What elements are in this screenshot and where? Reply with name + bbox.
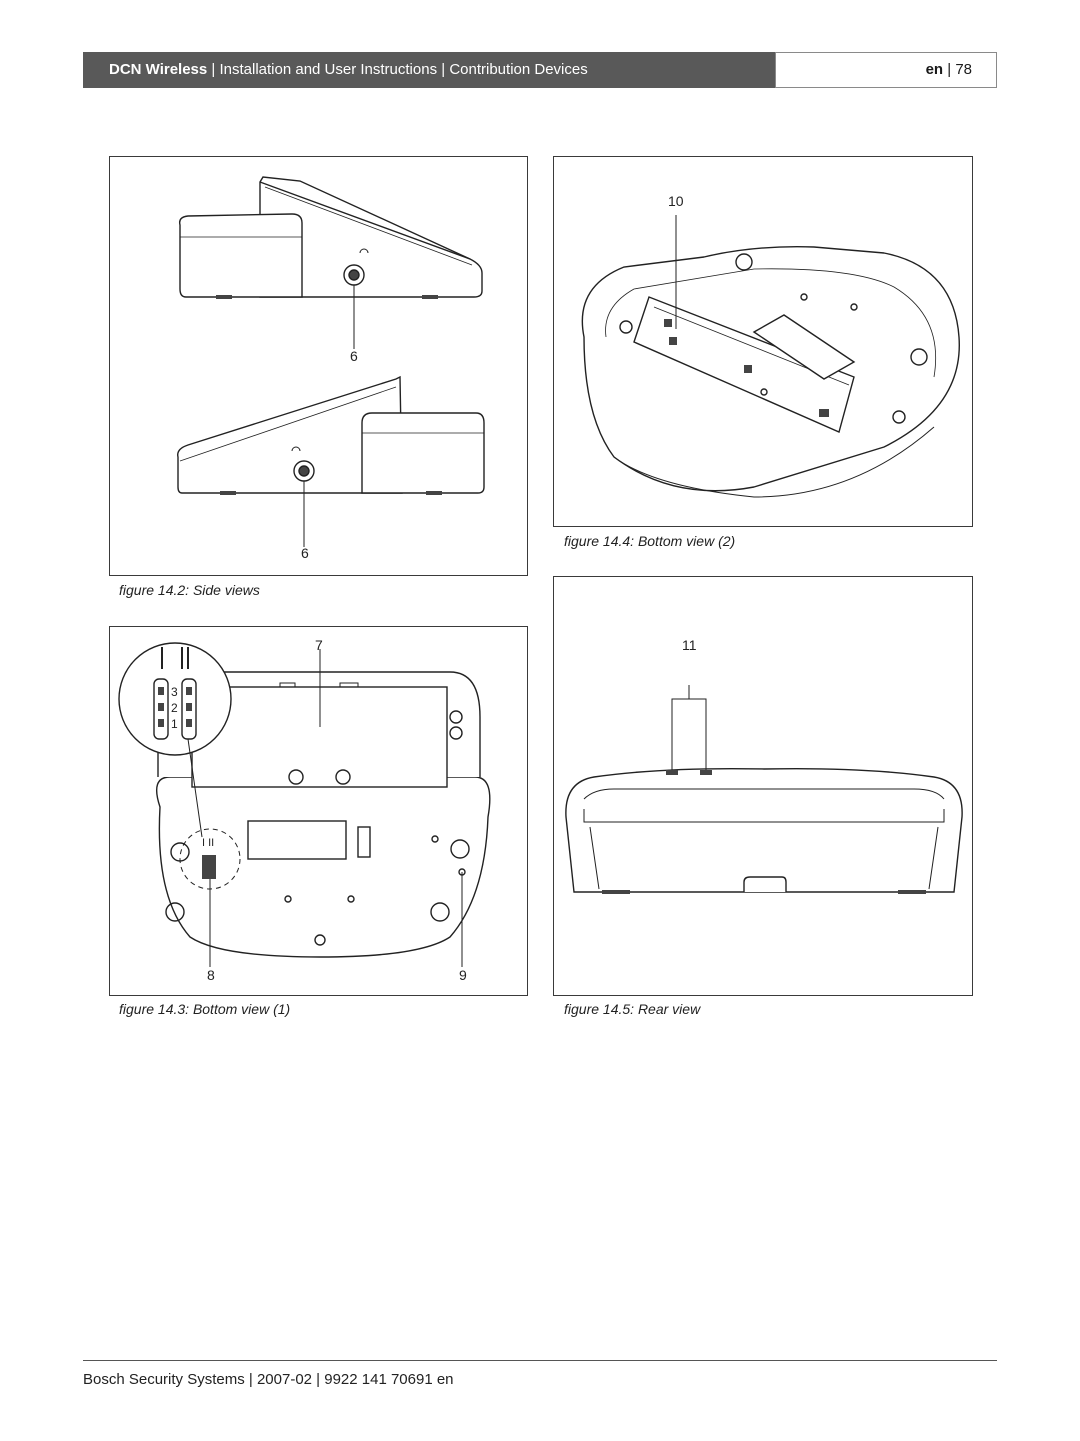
language-code: en: [925, 61, 944, 78]
side-views-drawing: [177, 176, 485, 547]
page-number: 78: [955, 61, 972, 78]
bottom-view-1-drawing: [118, 642, 491, 967]
switch-label-2: 2: [171, 701, 178, 715]
footer-text: Bosch Security Systems | 2007-02 | 9922 …: [83, 1371, 454, 1388]
figure-bottom-view-2: 10: [553, 156, 973, 527]
switch-mark: I II: [202, 837, 215, 849]
page-number-box: en | 78: [775, 52, 997, 88]
caption-side-views: figure 14.2: Side views: [119, 582, 260, 598]
callout-9: 9: [459, 967, 467, 983]
page-separator: |: [943, 61, 956, 78]
figure-rear-view: 11: [553, 576, 973, 996]
product-name: DCN Wireless: [109, 61, 208, 78]
caption-rear-view: figure 14.5: Rear view: [564, 1001, 701, 1017]
bottom-view-2-drawing: [581, 215, 960, 498]
callout-10: 10: [668, 193, 684, 209]
callout-6-top: 6: [350, 348, 358, 364]
callout-7: 7: [315, 637, 323, 653]
caption-bottom-view-2: figure 14.4: Bottom view (2): [564, 533, 736, 549]
running-header: DCN Wireless | Installation and User Ins…: [83, 52, 775, 88]
switch-label-3: 3: [171, 685, 178, 699]
callout-8: 8: [207, 967, 215, 983]
callout-11: 11: [682, 637, 697, 653]
switch-label-1: 1: [171, 717, 178, 731]
rear-view-drawing: [565, 685, 963, 894]
figure-side-views: 6 6: [109, 156, 528, 576]
section-title: Contribution Devices: [449, 61, 588, 78]
caption-bottom-view-1: figure 14.3: Bottom view (1): [119, 1001, 291, 1017]
callout-6-bottom: 6: [301, 545, 309, 561]
footer-rule: [83, 1360, 997, 1361]
header-separator: |: [437, 61, 450, 78]
document-title: Installation and User Instructions: [219, 61, 438, 78]
figure-bottom-view-1: 7 8 9 3 2 1 I II: [109, 626, 528, 996]
header-separator: |: [207, 61, 220, 78]
